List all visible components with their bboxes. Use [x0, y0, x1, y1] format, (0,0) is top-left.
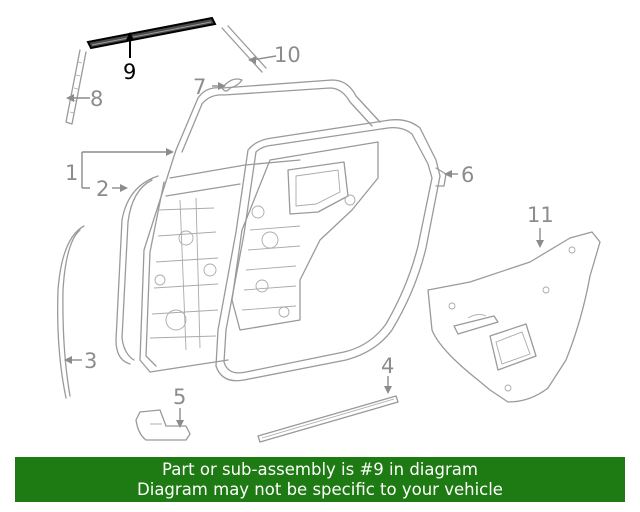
part-10-channel — [221, 25, 267, 73]
part-7-clip — [221, 78, 243, 92]
callout-3: 3 — [84, 349, 97, 373]
part-5-bracket — [135, 409, 191, 441]
callout-11: 11 — [527, 203, 554, 227]
callout-7: 7 — [193, 75, 206, 99]
callout-8: 8 — [90, 87, 103, 111]
info-banner: Part or sub-assembly is #9 in diagram Di… — [15, 457, 625, 502]
callout-6: 6 — [461, 163, 474, 187]
callout-1: 1 — [65, 161, 78, 185]
door-inner-structure — [231, 141, 379, 331]
callout-9: 9 — [123, 60, 136, 84]
part-4-molding — [257, 395, 399, 443]
part-9-weatherstrip[interactable] — [86, 16, 217, 50]
leader-lines — [64, 32, 544, 428]
callout-4: 4 — [381, 354, 394, 378]
parts-diagram: 1 2 3 4 5 6 7 8 9 10 11 — [57, 16, 601, 443]
part-8-strip — [65, 49, 87, 125]
callout-10: 10 — [274, 43, 301, 67]
part-3-seal — [57, 225, 85, 399]
banner-line-1: Part or sub-assembly is #9 in diagram — [162, 459, 478, 479]
part-1-door-shell — [139, 79, 381, 373]
part-2-seal — [115, 175, 159, 365]
part-11-panel — [427, 231, 601, 403]
callout-5: 5 — [173, 385, 186, 409]
callout-2: 2 — [96, 177, 109, 201]
banner-line-2: Diagram may not be specific to your vehi… — [137, 479, 503, 499]
part-6-door-weatherstrip — [215, 119, 447, 382]
